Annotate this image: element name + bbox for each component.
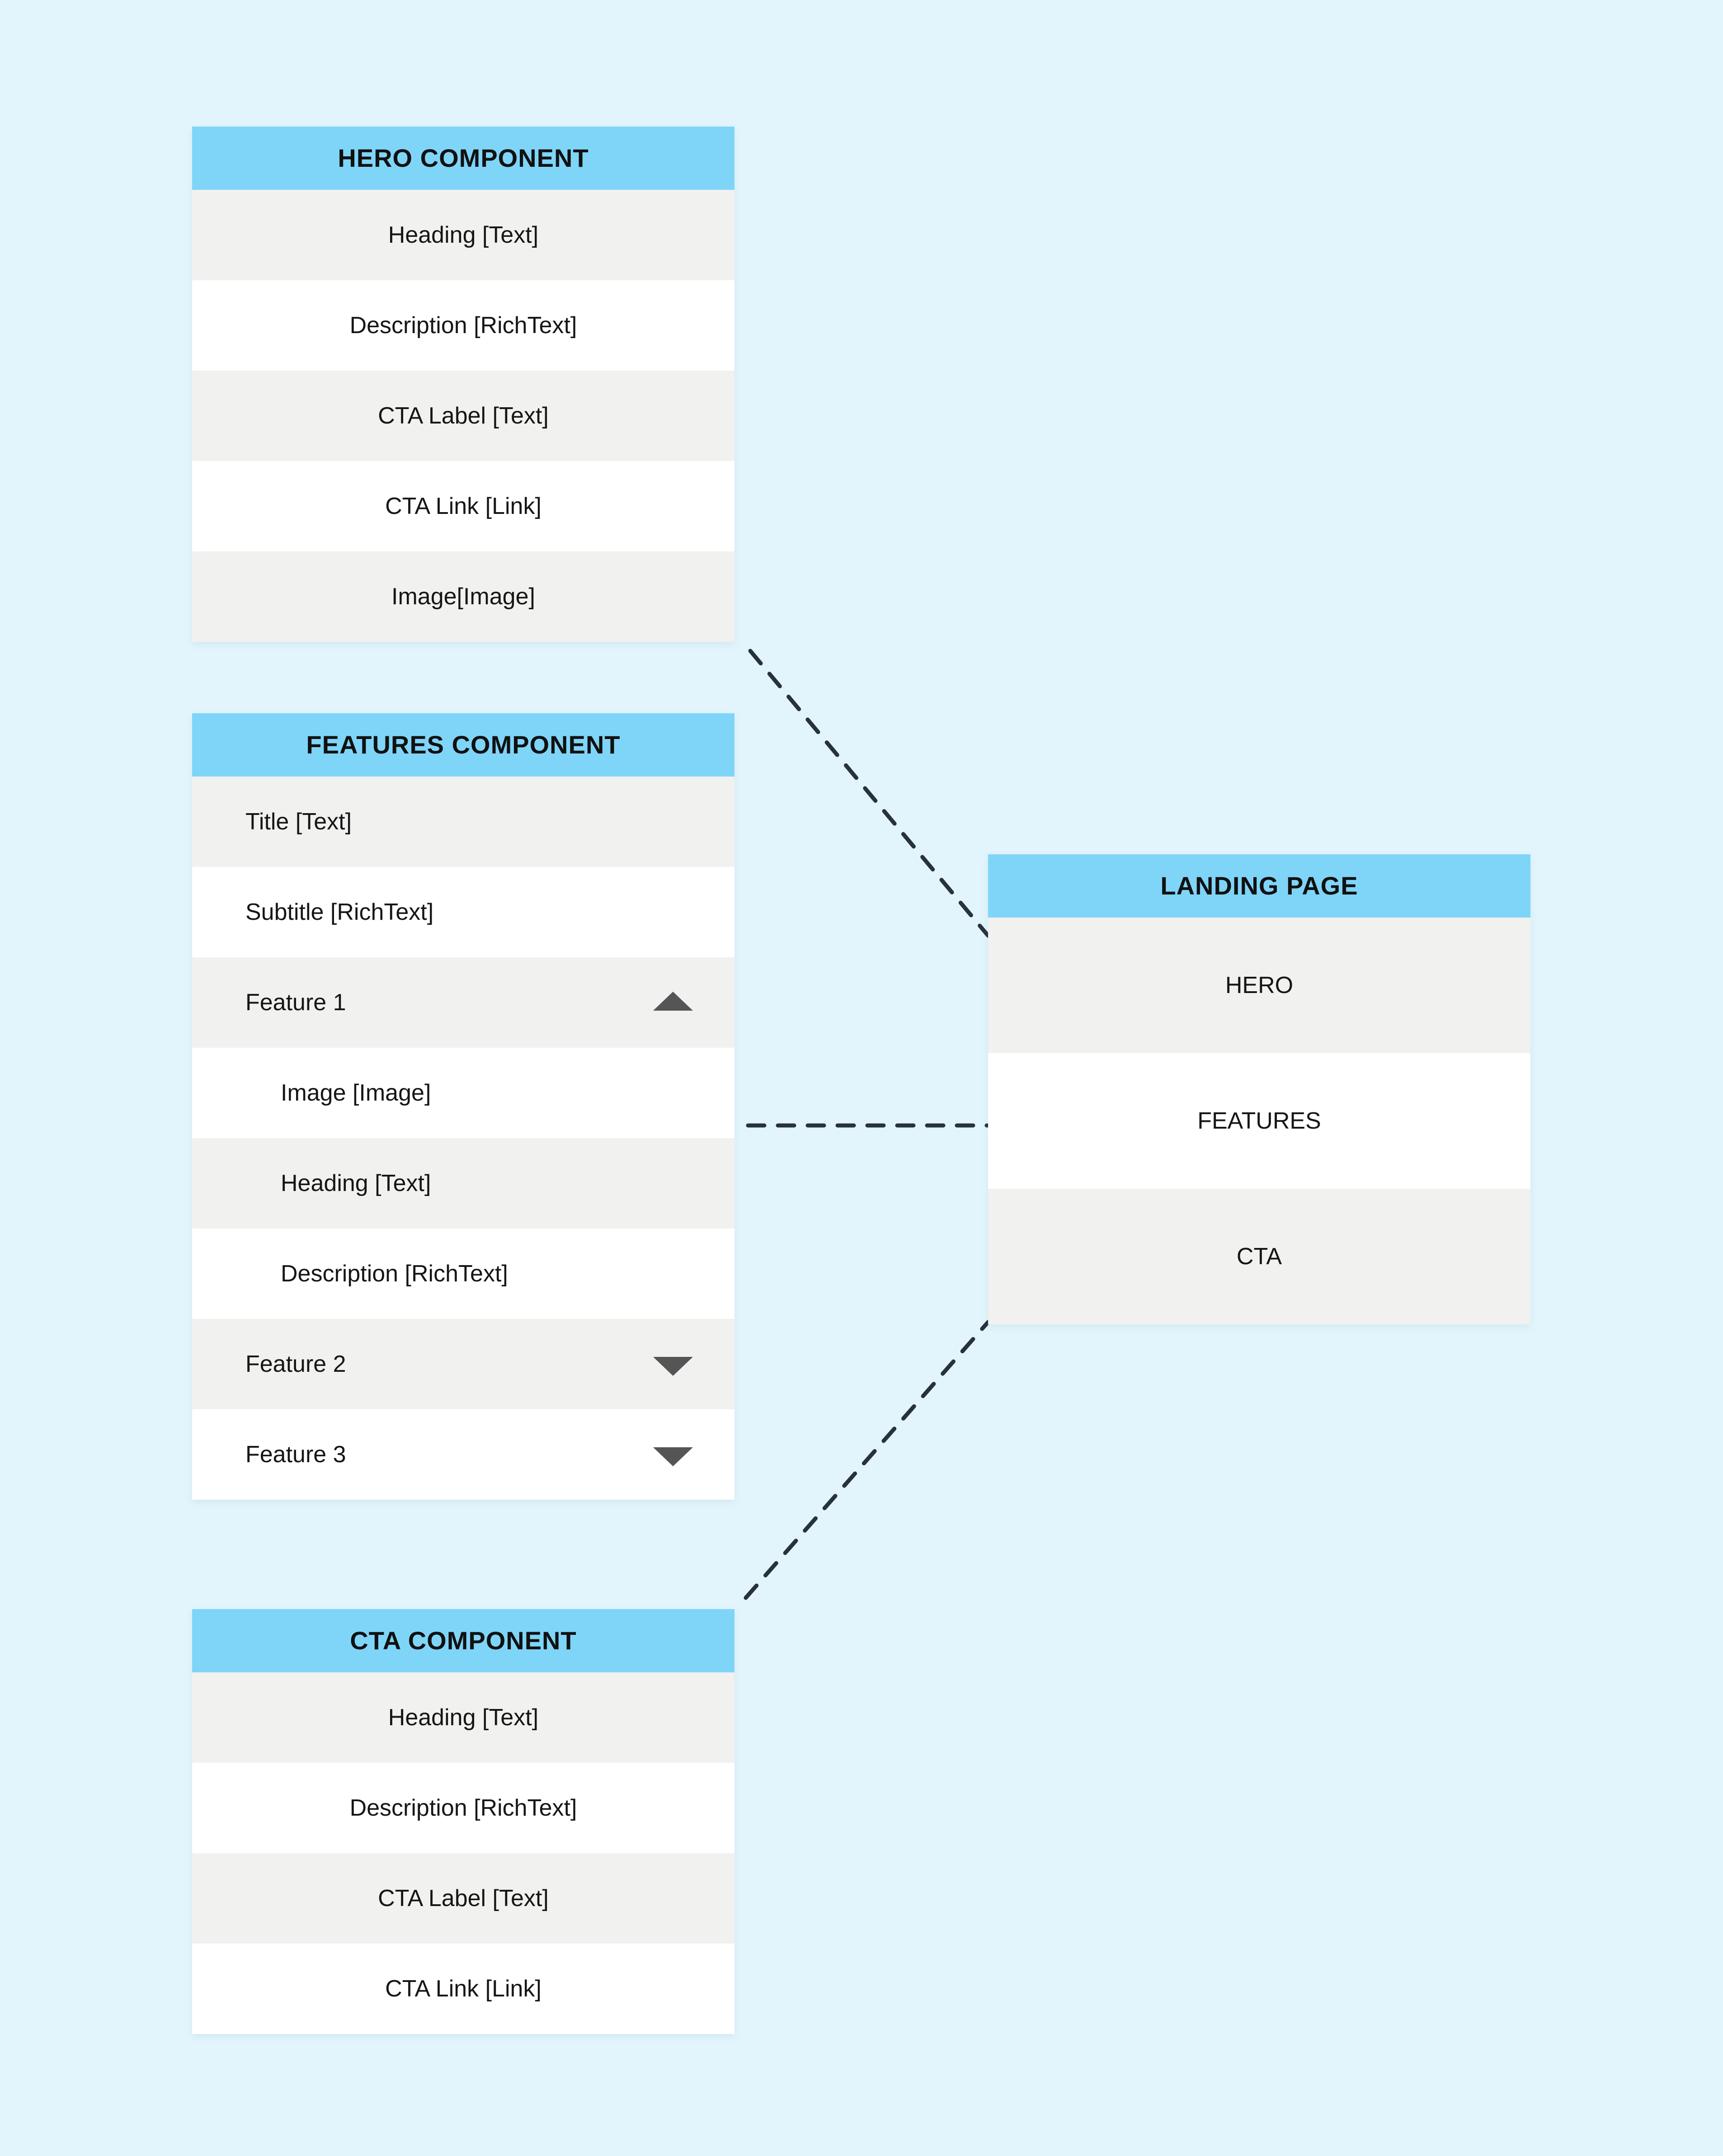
field-row-feature-1-description[interactable]: Description [RichText] [192, 1229, 734, 1319]
field-row-cta-heading[interactable]: Heading [Text] [192, 1672, 734, 1763]
section-label: CTA [1236, 1243, 1282, 1270]
field-row-hero-heading[interactable]: Heading [Text] [192, 190, 734, 280]
chevron-down-icon[interactable] [653, 1447, 693, 1466]
field-label: Feature 3 [245, 1441, 346, 1468]
card-features-title: FEATURES COMPONENT [192, 713, 734, 777]
connector-cta-to-landing [744, 1320, 990, 1600]
field-row-features-title[interactable]: Title [Text] [192, 777, 734, 867]
card-hero-component[interactable]: HERO COMPONENT Heading [Text] Descriptio… [192, 127, 734, 642]
field-row-feature-2[interactable]: Feature 2 [192, 1319, 734, 1409]
card-hero-title: HERO COMPONENT [192, 127, 734, 190]
field-label: Heading [Text] [388, 222, 539, 248]
field-label: Subtitle [RichText] [245, 899, 434, 925]
field-label: Image[Image] [391, 584, 535, 610]
section-label: HERO [1225, 972, 1294, 998]
field-label: Feature 1 [245, 989, 346, 1016]
card-cta-component[interactable]: CTA COMPONENT Heading [Text] Description… [192, 1609, 734, 2034]
section-label: FEATURES [1197, 1108, 1321, 1134]
card-landing-page[interactable]: LANDING PAGE HERO FEATURES CTA [988, 854, 1530, 1324]
field-row-feature-1[interactable]: Feature 1 [192, 957, 734, 1048]
field-row-hero-cta-link[interactable]: CTA Link [Link] [192, 461, 734, 551]
field-row-features-subtitle[interactable]: Subtitle [RichText] [192, 867, 734, 957]
field-label: Title [Text] [245, 809, 352, 835]
field-row-cta-link[interactable]: CTA Link [Link] [192, 1944, 734, 2034]
chevron-up-icon[interactable] [653, 992, 693, 1011]
field-row-cta-label[interactable]: CTA Label [Text] [192, 1853, 734, 1944]
field-row-feature-1-heading[interactable]: Heading [Text] [192, 1138, 734, 1229]
section-row-features[interactable]: FEATURES [988, 1053, 1530, 1189]
card-landing-page-title: LANDING PAGE [988, 854, 1530, 918]
card-features-component[interactable]: FEATURES COMPONENT Title [Text] Subtitle… [192, 713, 734, 1500]
field-label: CTA Link [Link] [385, 493, 541, 519]
connector-hero-to-landing [748, 649, 990, 938]
field-row-cta-description[interactable]: Description [RichText] [192, 1763, 734, 1853]
field-label: Description [RichText] [349, 1795, 577, 1821]
field-label: Heading [Text] [388, 1704, 539, 1731]
field-label: CTA Link [Link] [385, 1976, 541, 2002]
field-label: Feature 2 [245, 1351, 346, 1377]
field-label: Image [Image] [281, 1080, 431, 1106]
field-label: CTA Label [Text] [378, 1885, 549, 1911]
field-row-hero-cta-label[interactable]: CTA Label [Text] [192, 371, 734, 461]
chevron-down-icon[interactable] [653, 1357, 693, 1376]
field-row-hero-description[interactable]: Description [RichText] [192, 280, 734, 371]
field-row-hero-image[interactable]: Image[Image] [192, 551, 734, 642]
field-row-feature-3[interactable]: Feature 3 [192, 1409, 734, 1500]
field-label: Heading [Text] [281, 1170, 431, 1196]
field-label: Description [RichText] [281, 1261, 508, 1287]
section-row-hero[interactable]: HERO [988, 918, 1530, 1053]
field-row-feature-1-image[interactable]: Image [Image] [192, 1048, 734, 1138]
field-label: CTA Label [Text] [378, 403, 549, 429]
section-row-cta[interactable]: CTA [988, 1189, 1530, 1324]
field-label: Description [RichText] [349, 312, 577, 339]
card-cta-title: CTA COMPONENT [192, 1609, 734, 1672]
